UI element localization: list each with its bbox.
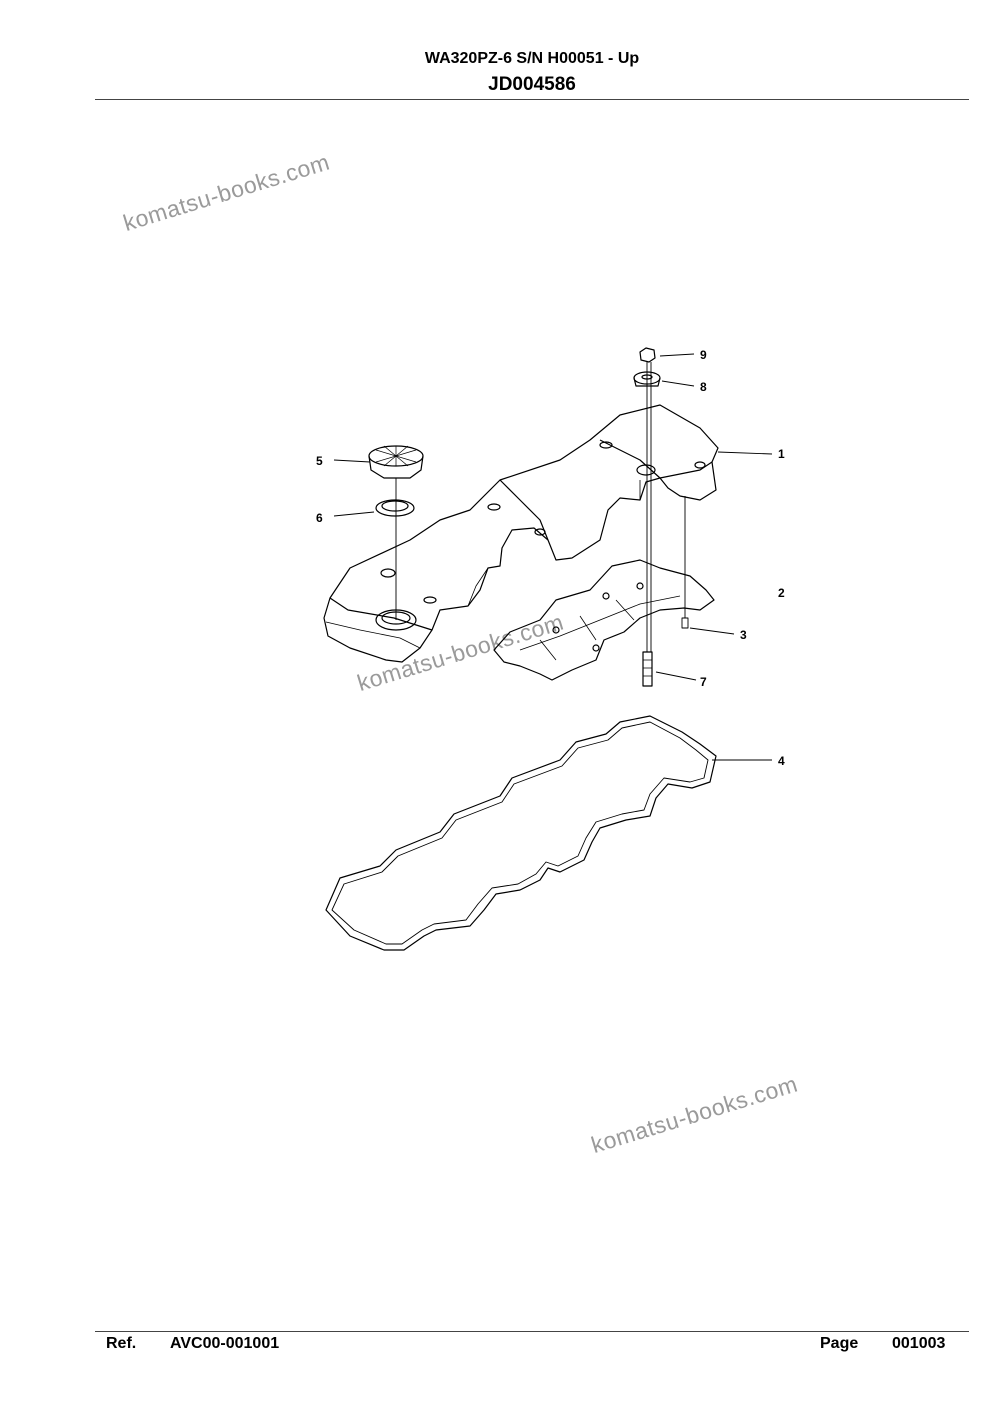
assembly-lines [395,362,686,652]
rocker-cover-part [323,404,719,663]
stud-bolt-part [642,651,653,687]
callout-1: 1 [778,447,785,461]
footer-ref-label: Ref. [106,1335,137,1352]
seal-ring-part [375,499,415,517]
footer-page-label: Page [820,1335,859,1352]
nut-part [639,347,656,363]
callout-4: 4 [778,754,785,768]
callout-5: 5 [316,454,323,468]
footer-page-value: 001003 [892,1335,946,1352]
callout-3: 3 [740,628,747,642]
callout-8: 8 [700,380,707,394]
footer-ref-value: AVC00-001001 [170,1335,280,1352]
callout-9: 9 [700,348,707,362]
callout-2: 2 [778,586,785,600]
footer-rule [95,1331,969,1332]
callout-6: 6 [316,511,323,525]
breather-cap-part [368,445,424,479]
gasket-part [325,715,717,951]
header-rule [95,99,969,100]
leader-lines [333,353,773,761]
page-model-title: WA320PZ-6 S/N H00051 - Up [424,50,640,67]
page-group-code: JD004586 [488,74,576,95]
callout-7: 7 [700,675,707,689]
baffle-plate-part [493,559,715,681]
plug-part [681,617,689,629]
